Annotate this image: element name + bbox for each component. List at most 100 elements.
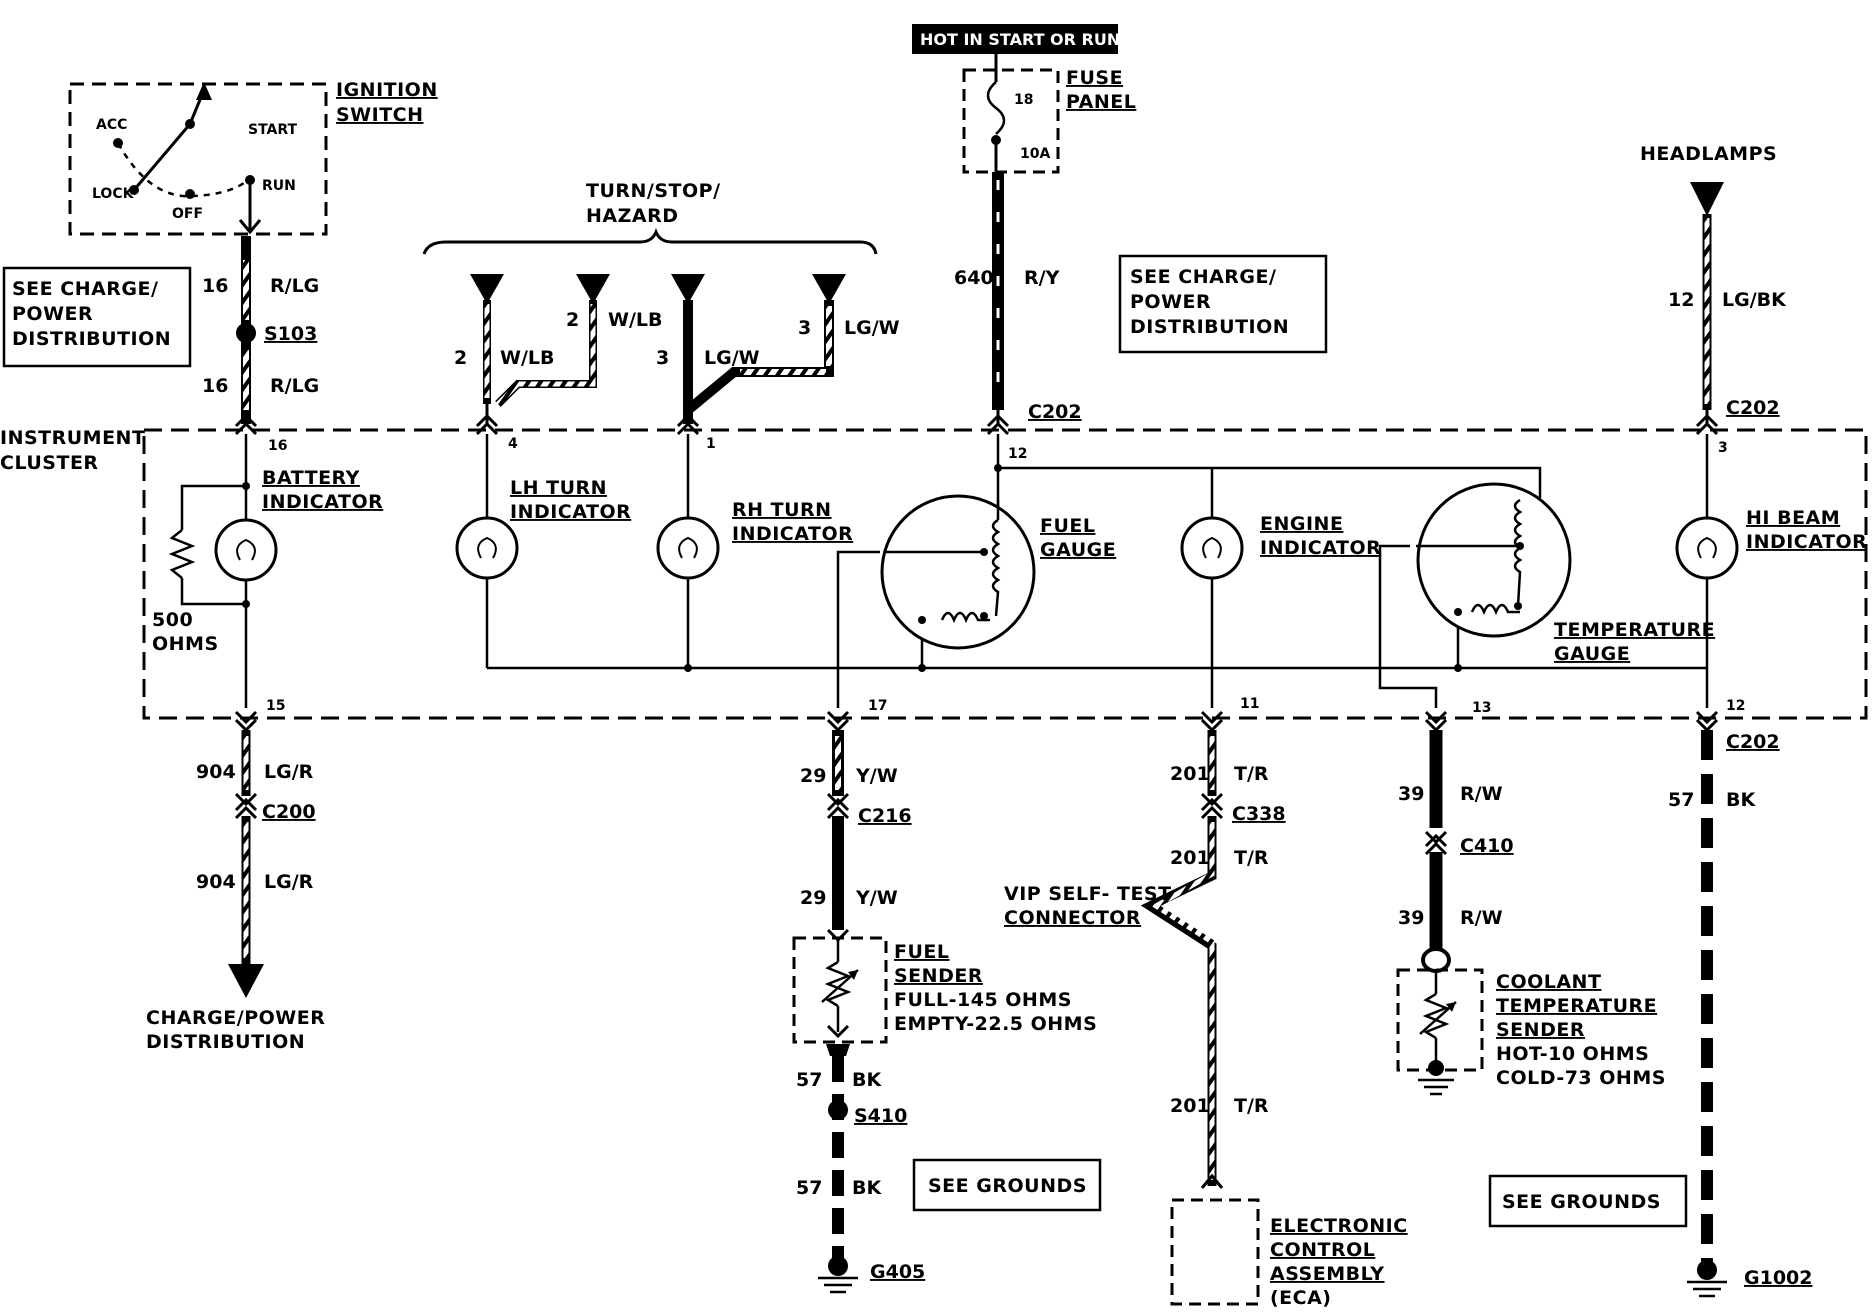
pin-bot-12: 12	[1726, 698, 1745, 714]
cluster-title-2: CLUSTER	[0, 452, 99, 474]
lh-turn-label-2: INDICATOR	[510, 501, 631, 523]
wire-rh-b-color: LG/W	[844, 317, 900, 339]
headlamps-label: HEADLAMPS	[1640, 143, 1777, 165]
acc-label: ACC	[96, 117, 127, 133]
engine-label-2: INDICATOR	[1260, 537, 1381, 559]
wire-fuel-gnd-b-color: BK	[852, 1177, 882, 1199]
cluster-title-1: INSTRUMENT	[0, 427, 145, 449]
hot-label: HOT IN START OR RUN	[920, 30, 1120, 49]
see-grounds-1: SEE GROUNDS	[928, 1175, 1087, 1197]
eca-label-3: ASSEMBLY	[1270, 1263, 1385, 1285]
coolant-label-5: COLD-73 OHMS	[1496, 1067, 1666, 1089]
lock-label: LOCK	[92, 186, 135, 202]
wire-fuel-b-color: Y/W	[855, 887, 898, 909]
wire-ign-b-gauge: 16	[202, 375, 228, 397]
temp-gauge-label-2: GAUGE	[1554, 643, 1630, 665]
c338-label: C338	[1232, 803, 1286, 825]
wire-lh-b-color: W/LB	[608, 309, 663, 331]
wire-fuse-color: R/Y	[1024, 267, 1060, 289]
hibeam-feed-wire	[1690, 182, 1724, 424]
pin-bot-11: 11	[1240, 696, 1259, 712]
wire-batt-b-color: LG/R	[264, 871, 314, 893]
see-charge-2-line2: POWER	[1130, 291, 1211, 313]
wire-fuel-gnd-a-gauge: 57	[796, 1069, 822, 1091]
eca-label-4: (ECA)	[1270, 1287, 1332, 1309]
see-charge-box-1	[2, 266, 192, 368]
see-grounds-2: SEE GROUNDS	[1502, 1191, 1661, 1213]
ignition-switch: ACC START LOCK RUN OFF	[68, 82, 328, 236]
fuse-panel	[962, 54, 1060, 174]
coolant-label-1: COOLANT	[1496, 971, 1601, 993]
pin-bot-17: 17	[868, 698, 887, 714]
pin-top-1: 1	[706, 436, 716, 452]
hi-beam-label-2: INDICATOR	[1746, 531, 1867, 553]
fuel-sender-4: EMPTY-22.5 OHMS	[894, 1013, 1097, 1035]
wire-lh-a-gauge: 2	[454, 347, 467, 369]
rh-turn-feed	[671, 274, 846, 424]
wire-fuel-gnd-a-color: BK	[852, 1069, 882, 1091]
hot-label-box	[912, 24, 1118, 54]
wire-hibeam-gauge: 12	[1668, 289, 1694, 311]
off-label: OFF	[172, 206, 203, 222]
battery-output-wire	[228, 730, 264, 998]
see-grounds-box-1	[912, 1158, 1102, 1212]
lh-turn-feed	[470, 274, 610, 424]
ignition-title-2: SWITCH	[336, 104, 424, 126]
see-charge-box-2	[1118, 254, 1328, 354]
wire-hibeam-color: LG/BK	[1722, 289, 1787, 311]
ignition-title-1: IGNITION	[336, 79, 438, 101]
c200-label: C200	[262, 801, 316, 823]
battery-label-1: BATTERY	[262, 467, 360, 489]
wire-rh-b-gauge: 3	[798, 317, 811, 339]
instrument-cluster-boundary	[142, 428, 1868, 720]
wire-eng-c-color: T/R	[1234, 1095, 1269, 1117]
wire-fuel-a-gauge: 29	[800, 765, 826, 787]
wire-batt-a-gauge: 904	[196, 761, 236, 783]
c202-label-c: C202	[1726, 731, 1780, 753]
wire-ign-b-color: R/LG	[270, 375, 319, 397]
coolant-label-4: HOT-10 OHMS	[1496, 1043, 1649, 1065]
vip-label-2: CONNECTOR	[1004, 907, 1141, 929]
hi-beam-label-1: HI BEAM	[1746, 507, 1840, 529]
wire-eng-a-color: T/R	[1234, 763, 1269, 785]
hi-beam-indicator-lamp	[1675, 516, 1739, 580]
engine-indicator-lamp	[1180, 516, 1244, 580]
pin-top-12: 12	[1008, 446, 1027, 462]
eca-label-2: CONTROL	[1270, 1239, 1375, 1261]
wire-temp-a-gauge: 39	[1398, 783, 1424, 805]
wire-temp-b-gauge: 39	[1398, 907, 1424, 929]
see-grounds-box-2	[1488, 1174, 1688, 1228]
wire-lh-a-color: W/LB	[500, 347, 555, 369]
lh-turn-indicator-lamp	[455, 516, 519, 580]
fuel-sender-2: SENDER	[894, 965, 983, 987]
ignition-feed-wire	[236, 236, 256, 424]
wire-fuel-b-gauge: 29	[800, 887, 826, 909]
lh-turn-label-1: LH TURN	[510, 477, 607, 499]
fuse-title-2: PANEL	[1066, 91, 1136, 113]
s410-label: S410	[854, 1105, 907, 1127]
c216-label: C216	[858, 805, 912, 827]
g1002-label: G1002	[1744, 1267, 1812, 1289]
wire-rh-a-gauge: 3	[656, 347, 669, 369]
see-charge-2-line3: DISTRIBUTION	[1130, 316, 1289, 338]
see-charge-1-line1: SEE CHARGE/	[12, 278, 158, 300]
fuel-sender-3: FULL-145 OHMS	[894, 989, 1072, 1011]
s103-label: S103	[264, 323, 317, 345]
wire-eng-b-gauge: 201	[1170, 847, 1210, 869]
engine-indicator-wire	[1140, 730, 1224, 1189]
run-label: RUN	[262, 178, 296, 194]
wire-hb-gnd-gauge: 57	[1668, 789, 1694, 811]
vip-label-1: VIP SELF- TEST	[1004, 883, 1172, 905]
charge-power-2: DISTRIBUTION	[146, 1031, 305, 1053]
rh-turn-label-2: INDICATOR	[732, 523, 853, 545]
turn-bracket	[422, 227, 878, 255]
coolant-label-2: TEMPERATURE	[1496, 995, 1657, 1017]
fuel-gauge-label-1: FUEL	[1040, 515, 1096, 537]
resistor-label-1: 500	[152, 609, 193, 631]
rh-turn-label-1: RH TURN	[732, 499, 832, 521]
eca-label-1: ELECTRONIC	[1270, 1215, 1408, 1237]
c202-label-a: C202	[1028, 401, 1082, 423]
wire-ign-a-gauge: 16	[202, 275, 228, 297]
bottom-connectors	[234, 710, 1719, 733]
wire-hb-gnd-color: BK	[1726, 789, 1756, 811]
